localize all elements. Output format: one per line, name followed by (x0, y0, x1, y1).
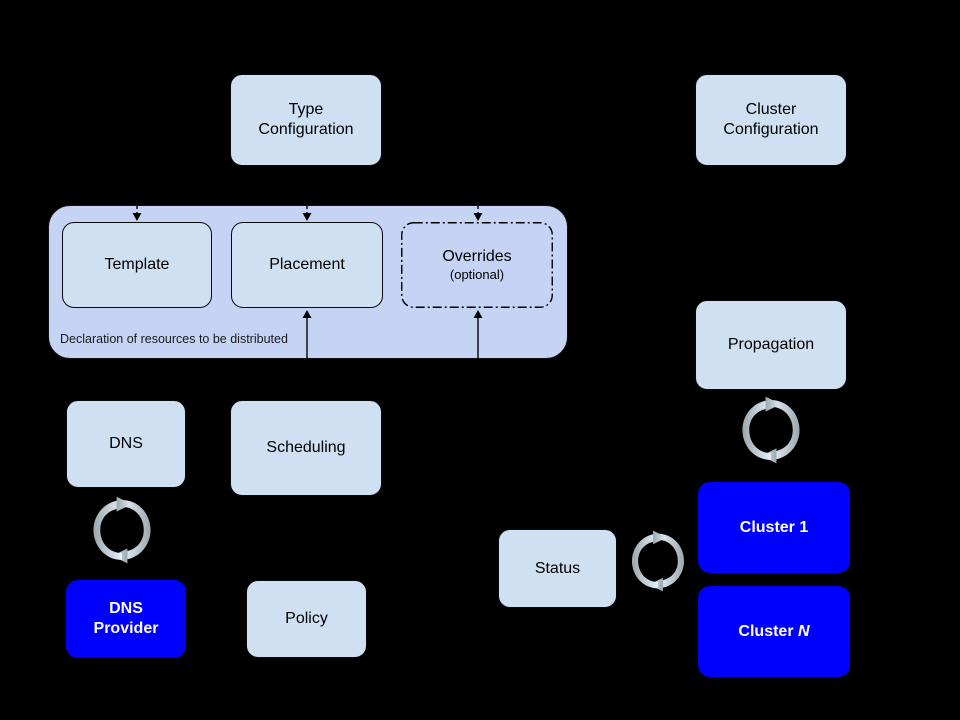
node-label: Status (535, 559, 580, 579)
sync-arrows-icon-dns-sync (88, 496, 156, 564)
connector-scheduling-to-placement (300, 310, 314, 400)
connector-type-config-to-template (130, 188, 144, 221)
node-policy[interactable]: Policy (246, 580, 367, 658)
node-template[interactable]: Template (62, 222, 212, 308)
node-cluster-configuration[interactable]: Cluster Configuration (695, 74, 847, 166)
node-placement[interactable]: Placement (231, 222, 383, 308)
node-label-text: Status (534, 559, 581, 577)
node-label-text: Cluster (738, 622, 798, 640)
node-label: Cluster N (738, 622, 809, 642)
node-label: Policy (285, 609, 328, 629)
node-label-text: Propagation (727, 336, 815, 354)
node-label: Overrides(optional) (442, 247, 511, 282)
node-label-text: Scheduling (266, 439, 346, 457)
node-label-text: Cluster Configuration (723, 101, 819, 138)
sync-arrows-icon-status-sync (627, 530, 689, 592)
sync-arrows-icon-propagation-sync (737, 396, 805, 464)
node-label-text: Cluster 1 (739, 518, 809, 536)
node-label: DNS (109, 434, 143, 454)
node-label-text: Overrides (442, 248, 512, 266)
node-overrides[interactable]: Overrides(optional) (401, 222, 553, 308)
node-label: Propagation (728, 335, 814, 355)
node-scheduling[interactable]: Scheduling (230, 400, 382, 496)
node-type-configuration[interactable]: Type Configuration (230, 74, 382, 166)
node-label: Template (105, 255, 170, 275)
node-label-italic: N (798, 622, 810, 640)
node-label: DNS Provider (94, 599, 159, 638)
node-dns[interactable]: DNS (66, 400, 186, 488)
node-label-text: DNS Provider (93, 600, 159, 637)
node-sublabel: (optional) (449, 266, 505, 282)
connector-policy-to-overrides (471, 310, 485, 400)
node-label: Cluster 1 (740, 518, 808, 538)
connector-type-config-to-placement (300, 188, 314, 221)
group-caption: Declaration of resources to be distribut… (60, 332, 288, 346)
node-cluster-1[interactable]: Cluster 1 (698, 482, 850, 573)
node-propagation[interactable]: Propagation (695, 300, 847, 390)
node-label: Cluster Configuration (723, 100, 818, 139)
node-label-text: Placement (269, 256, 345, 274)
node-status[interactable]: Status (498, 529, 617, 608)
node-label: Type Configuration (258, 100, 353, 139)
node-label: Placement (269, 255, 345, 275)
node-label-text: DNS (109, 435, 143, 453)
node-dns-provider[interactable]: DNS Provider (66, 580, 186, 658)
connector-type-config-to-overrides (471, 188, 485, 221)
node-label-text: Template (104, 256, 170, 274)
node-label-text: Policy (285, 610, 328, 628)
node-label: Scheduling (266, 438, 345, 458)
node-cluster-n[interactable]: Cluster N (698, 586, 850, 677)
node-label-text: Type Configuration (258, 101, 354, 138)
